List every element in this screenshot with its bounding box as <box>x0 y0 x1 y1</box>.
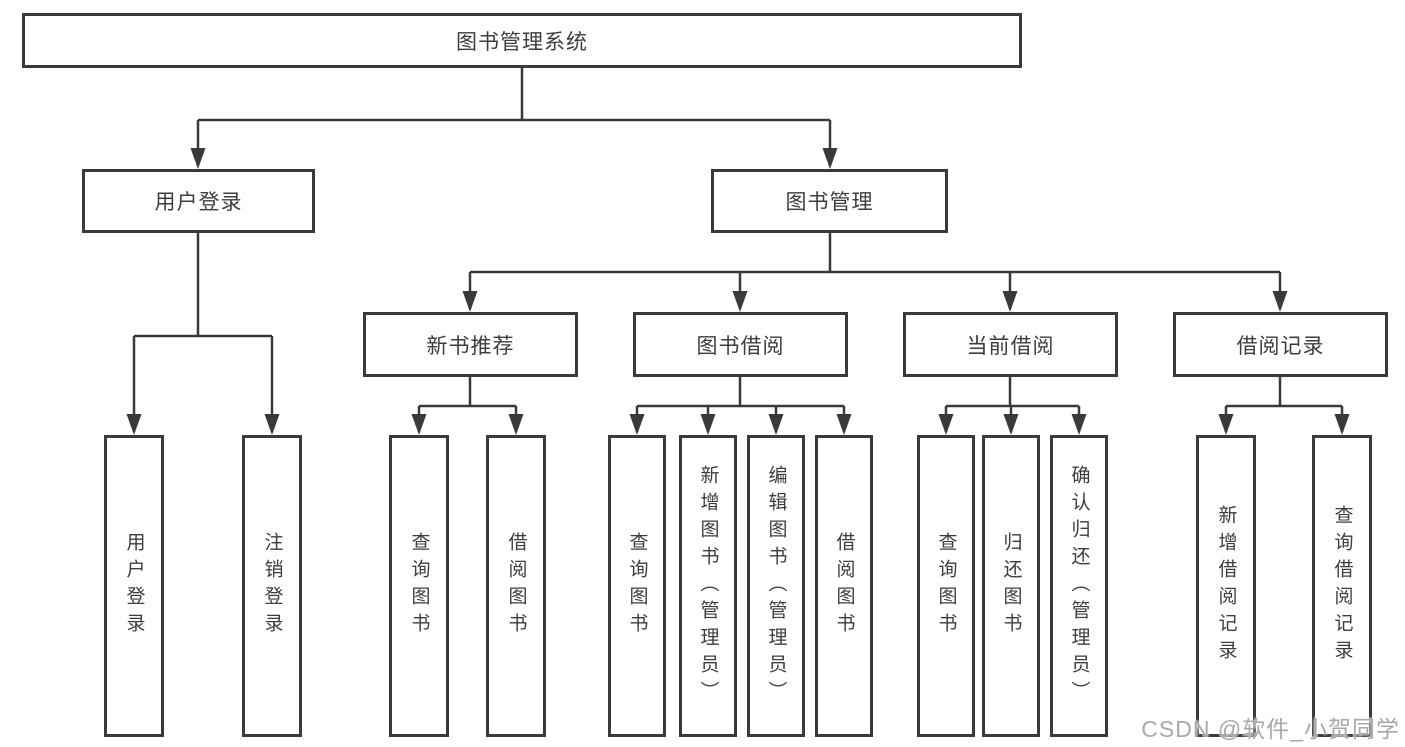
node-leaf-query-books-1: 查询图书 <box>389 435 449 737</box>
node-leaf-query-books-2: 查询图书 <box>608 435 666 737</box>
node-leaf-borrow-books-2: 借阅图书 <box>815 435 873 737</box>
node-leaf-confirm-return-admin: 确认归还（管理员） <box>1050 435 1108 737</box>
node-leaf-edit-book-admin: 编辑图书（管理员） <box>747 435 805 737</box>
node-current-borrowing: 当前借阅 <box>903 312 1118 377</box>
node-leaf-user-login: 用户登录 <box>104 435 164 737</box>
node-leaf-query-borrow-record: 查询借阅记录 <box>1312 435 1372 737</box>
node-leaf-logout: 注销登录 <box>242 435 302 737</box>
node-leaf-add-book-admin: 新增图书（管理员） <box>679 435 737 737</box>
node-user-login: 用户登录 <box>82 169 315 233</box>
node-leaf-return-book: 归还图书 <box>982 435 1040 737</box>
csdn-watermark: CSDN @软件_小贺同学 <box>1141 716 1400 742</box>
node-book-borrowing: 图书借阅 <box>633 312 848 377</box>
node-leaf-borrow-books-1: 借阅图书 <box>486 435 546 737</box>
node-leaf-query-books-3: 查询图书 <box>917 435 975 737</box>
node-new-book-recommend: 新书推荐 <box>363 312 578 377</box>
node-borrowing-records: 借阅记录 <box>1173 312 1388 377</box>
node-root: 图书管理系统 <box>22 13 1022 68</box>
node-book-management: 图书管理 <box>711 169 948 233</box>
node-leaf-add-borrow-record: 新增借阅记录 <box>1196 435 1256 737</box>
